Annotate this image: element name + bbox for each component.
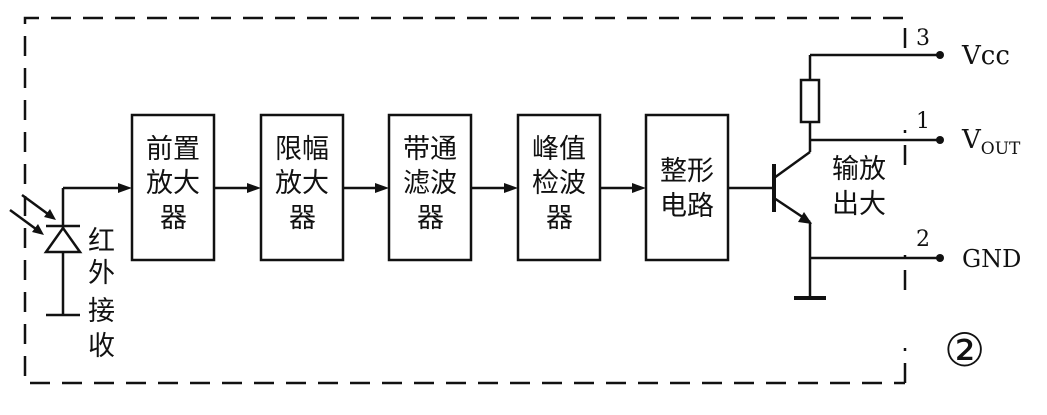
preamp-label-2: 放大 xyxy=(146,168,200,199)
gnd-pin-name: GND xyxy=(962,245,1021,273)
arrow-4-5 xyxy=(632,183,646,193)
limiter-label-1: 限幅 xyxy=(275,134,329,165)
arrow-into-preamp xyxy=(118,183,132,193)
receiver-label-4: 收 xyxy=(88,331,115,362)
module-outline xyxy=(23,16,907,385)
preamp-label-1: 前置 xyxy=(146,134,200,165)
preamp-label-3: 器 xyxy=(160,203,187,234)
vcc-pin-name: Vcc xyxy=(961,41,1010,71)
arrow-3-4 xyxy=(504,183,518,193)
preamp-block xyxy=(130,113,216,262)
peakdet-label-1: 峰值 xyxy=(532,134,586,165)
figure-number: ② xyxy=(944,323,985,377)
peakdet-label-3: 器 xyxy=(546,203,573,234)
shaper-label-1: 整形 xyxy=(660,156,714,187)
vcc-pin-number: 3 xyxy=(916,26,930,51)
bandpass-label-1: 带通 xyxy=(403,134,457,165)
peakdet-block xyxy=(516,113,602,262)
vcc-pin-dot xyxy=(936,51,944,59)
gnd-pin-number: 2 xyxy=(916,227,930,252)
shaper-label-2: 电路 xyxy=(660,191,714,222)
output-label-1: 输放 xyxy=(832,154,886,185)
bandpass-label-3: 器 xyxy=(417,203,444,234)
receiver-label-2: 外 xyxy=(88,258,115,289)
npn-transistor-icon xyxy=(772,150,812,224)
arrow-2-3 xyxy=(375,183,389,193)
vout-pin-name: VOUT xyxy=(961,125,1021,159)
limiter-label-2: 放大 xyxy=(275,168,329,199)
receiver-label-1: 红 xyxy=(88,226,115,257)
arrow-1-2 xyxy=(247,183,261,193)
vout-pin-number: 1 xyxy=(916,109,930,134)
ir-light-arrows-icon xyxy=(9,193,56,235)
limiter-label-3: 器 xyxy=(289,203,316,234)
output-label-2: 出大 xyxy=(832,189,886,220)
limiter-block xyxy=(259,113,345,262)
bandpass-label-2: 滤波 xyxy=(403,168,457,199)
pullup-resistor-icon xyxy=(799,78,821,124)
gnd-pin-dot xyxy=(936,254,944,262)
peakdet-label-2: 检波 xyxy=(532,168,586,199)
vout-pin-dot xyxy=(936,136,944,144)
receiver-label-3: 接 xyxy=(88,296,115,327)
shaper-block xyxy=(644,113,730,262)
photodiode-icon xyxy=(43,188,83,317)
